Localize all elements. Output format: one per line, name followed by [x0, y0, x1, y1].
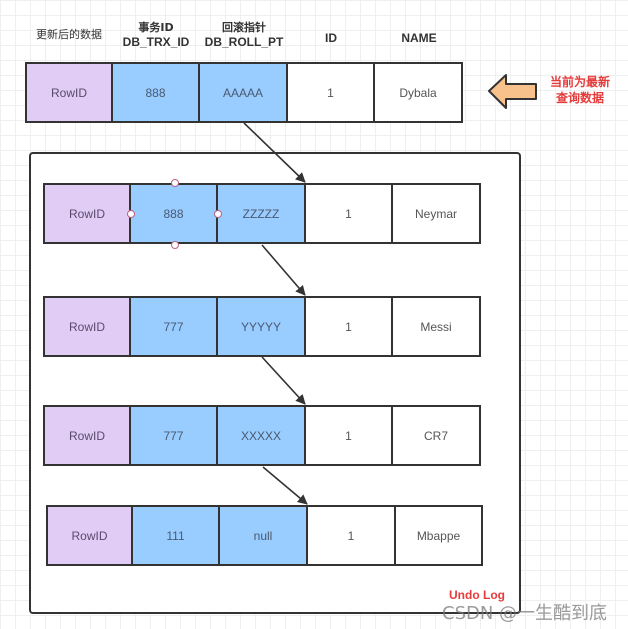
name-cell: Messi — [393, 296, 481, 357]
id-cell: 1 — [306, 296, 393, 357]
undo-row: RowID 777 YYYYY 1 Messi — [43, 296, 481, 357]
trx-id-cell: 777 — [131, 405, 218, 466]
header-updated-data: 更新后的数据 — [36, 28, 102, 41]
header-id: ID — [325, 31, 337, 45]
trx-id-cell[interactable]: 888 — [131, 183, 218, 244]
trx-id-cell: 888 — [113, 62, 200, 123]
rowid-cell: RowID — [43, 183, 131, 244]
undo-row: RowID 111 null 1 Mbappe — [46, 505, 483, 566]
rowid-cell: RowID — [25, 62, 113, 123]
id-cell: 1 — [308, 505, 396, 566]
roll-ptr-cell: AAAAA — [200, 62, 288, 123]
header-trx-id: 事务ID DB_TRX_ID — [106, 20, 206, 50]
undo-row: RowID 777 XXXXX 1 CR7 — [43, 405, 481, 466]
undo-log-label: Undo Log — [449, 588, 505, 602]
header-roll-ptr-en: DB_ROLL_PT — [204, 35, 284, 49]
roll-ptr-cell: YYYYY — [218, 296, 306, 357]
trx-id-cell: 111 — [133, 505, 220, 566]
note-line-2: 查询数据 — [555, 91, 604, 105]
id-cell: 1 — [288, 62, 375, 123]
name-cell: Dybala — [375, 62, 463, 123]
rowid-cell: RowID — [46, 505, 133, 566]
id-cell: 1 — [306, 183, 393, 244]
trx-id-cell: 777 — [131, 296, 218, 357]
rowid-cell: RowID — [43, 405, 131, 466]
note-line-1: 当前为最新 — [549, 75, 610, 89]
undo-row: RowID 888 ZZZZZ 1 Neymar — [43, 183, 481, 244]
header-trx-id-cn: 事务ID — [138, 21, 174, 34]
current-data-note: 当前为最新 查询数据 — [545, 74, 615, 106]
watermark: CSDN @一生酷到底 — [442, 603, 608, 624]
name-cell: Neymar — [393, 183, 481, 244]
current-row: RowID 888 AAAAA 1 Dybala — [25, 62, 463, 123]
id-cell: 1 — [306, 405, 393, 466]
header-roll-ptr-cn: 回滚指针 — [222, 21, 266, 34]
name-cell: Mbappe — [396, 505, 483, 566]
roll-ptr-cell: XXXXX — [218, 405, 306, 466]
selection-handle-top[interactable] — [171, 179, 179, 187]
selection-handle-left[interactable] — [127, 210, 135, 218]
header-trx-id-en: DB_TRX_ID — [122, 35, 190, 49]
roll-ptr-cell: null — [220, 505, 308, 566]
header-roll-ptr: 回滚指针 DB_ROLL_PT — [194, 20, 294, 50]
selection-handle-right[interactable] — [214, 210, 222, 218]
name-cell: CR7 — [393, 405, 481, 466]
rowid-cell: RowID — [43, 296, 131, 357]
header-name: NAME — [401, 31, 437, 45]
selection-handle-bottom[interactable] — [171, 241, 179, 249]
roll-ptr-cell: ZZZZZ — [218, 183, 306, 244]
